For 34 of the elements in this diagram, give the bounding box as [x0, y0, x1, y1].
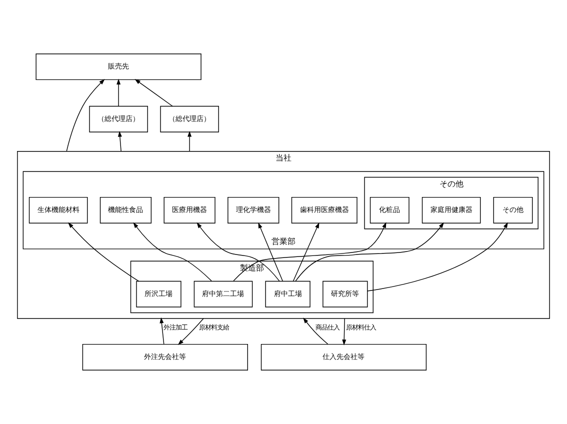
node-box: 研究所等 — [322, 280, 368, 308]
arrow — [68, 222, 140, 282]
node-box: 所沢工場 — [136, 280, 182, 308]
arrow — [295, 222, 444, 282]
arrow — [233, 222, 386, 282]
arrow — [303, 318, 328, 344]
node-box: 仕入先会社等 — [260, 344, 427, 370]
node-box: 府中第二工場 — [194, 280, 253, 308]
arrow — [160, 317, 164, 345]
node-box: 医療用機器 — [164, 196, 216, 224]
arrow — [116, 78, 121, 107]
arrow — [133, 222, 212, 282]
node-box: 理化学機器 — [228, 196, 280, 224]
arrow — [196, 222, 280, 282]
node-box: その他 — [493, 196, 533, 224]
arrow — [292, 222, 320, 282]
arrow — [188, 131, 192, 152]
arrow — [367, 222, 508, 292]
arrow — [178, 318, 204, 345]
node-box: 販売先 — [36, 54, 202, 80]
arrow — [342, 318, 346, 346]
arrow — [134, 79, 173, 106]
node-box: 家庭用健康器 — [422, 196, 481, 224]
node-box: 外注先会社等 — [82, 344, 248, 370]
node-box: 生体機能材料 — [28, 196, 88, 224]
arrow — [258, 222, 283, 282]
node-box: 機能性食品 — [100, 196, 152, 224]
node-box: 化粧品 — [370, 196, 410, 224]
node-box: （総代理店） — [160, 106, 219, 132]
node-box: 歯科用医療機器 — [291, 196, 358, 224]
arrow — [118, 131, 122, 152]
node-box: 府中工場 — [265, 280, 310, 308]
node-box: （総代理店） — [89, 106, 148, 132]
arrow — [66, 79, 105, 152]
